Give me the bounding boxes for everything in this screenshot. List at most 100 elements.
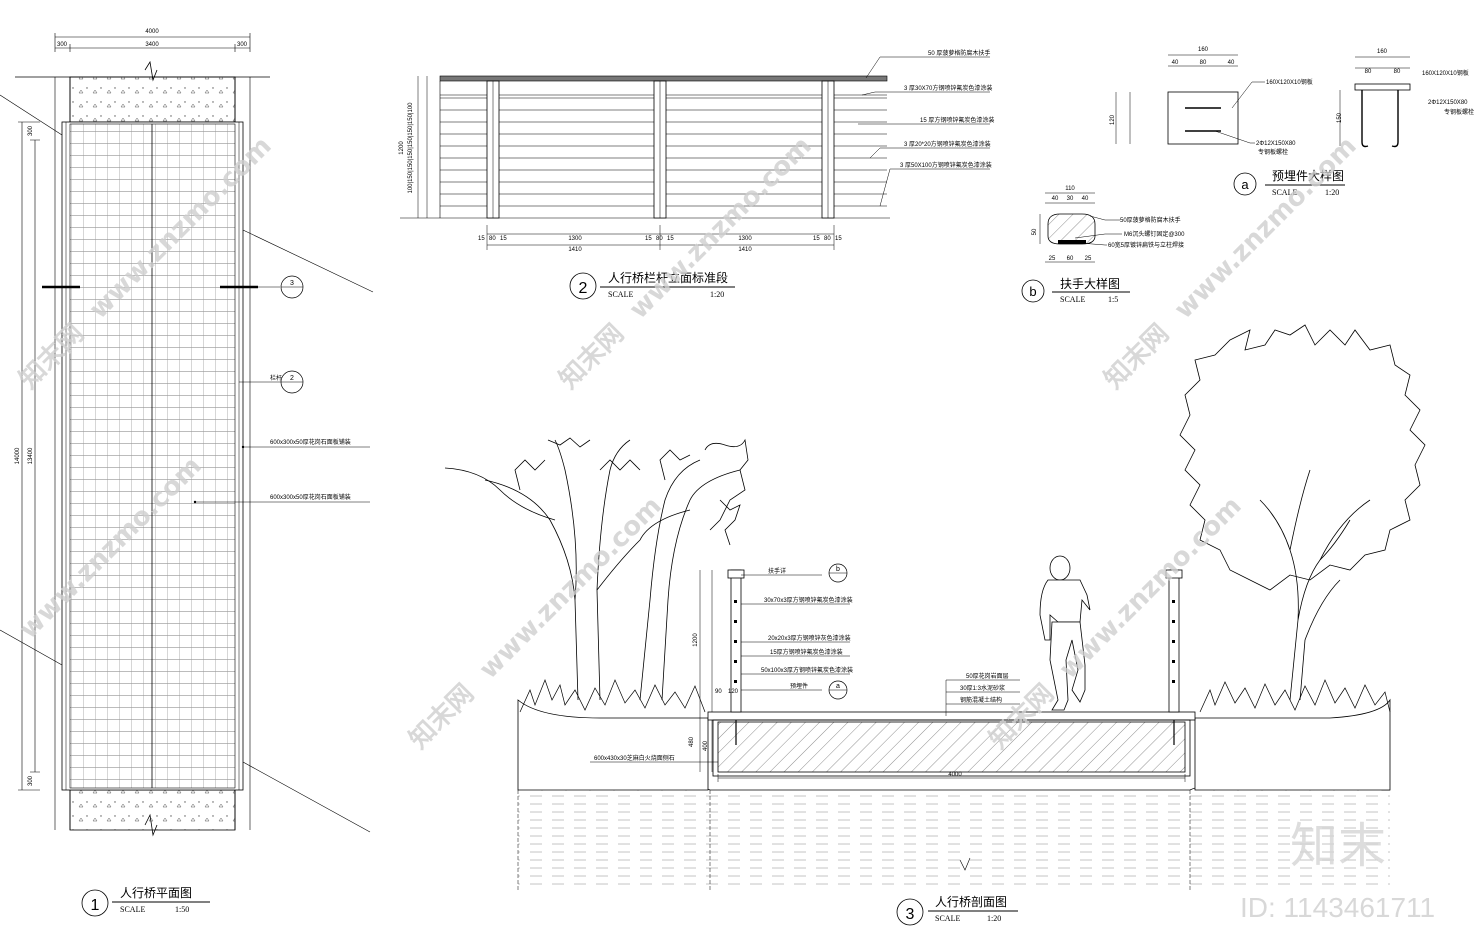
- plan-scale-label: SCALE: [120, 905, 145, 914]
- watermark-site-5: www.znzmo.com: [1169, 131, 1363, 325]
- detail-a-note-2: 2Φ12X150X80: [1256, 141, 1296, 147]
- section-dim-480: 480: [689, 736, 695, 747]
- railing-elevation-drawing: 1200 100|150|150|150|150|150|150|100 130…: [399, 49, 994, 300]
- railing-note-3: 15 厚方钢喷锌氟炭色漆涂装: [920, 116, 994, 124]
- detail-a-note-1: 160X120X10钢板: [1266, 78, 1313, 86]
- detail-b-letter-circle: [1021, 279, 1045, 303]
- detail-a-title: 预埋件大样图: [1272, 168, 1344, 183]
- plan-dim-right: 300: [237, 42, 248, 48]
- section-scale-value: 1:20: [987, 914, 1001, 923]
- section-number: 3: [906, 906, 915, 923]
- detail-a2-note-1: 160X120X10钢板: [1422, 69, 1469, 77]
- section-note-right-3: 钢筋混凝土结构: [960, 696, 1002, 704]
- plan-number: 1: [91, 897, 100, 914]
- detail-b-dim-side: 50: [1032, 228, 1038, 235]
- plan-drawing: 4000 300 3400 300 14000 13400 300 300: [0, 29, 374, 917]
- section-scale-label: SCALE: [935, 914, 960, 923]
- detail-a-dim-2: 80: [1200, 60, 1207, 66]
- railing-scale-value: 1:20: [710, 290, 724, 299]
- watermark-logo: 知末: [1290, 818, 1386, 874]
- detail-b-note-3: 60宽5厚镀锌扁铁与立柱焊接: [1108, 241, 1184, 249]
- railing-dim-small-label: 100|150|150|150|150|150|150|100: [408, 102, 414, 194]
- detail-b-note-2: M6沉头螺钉固定@300: [1124, 230, 1185, 238]
- railing-total-2: 1410: [738, 247, 752, 253]
- detail-b-dim-3: 40: [1082, 196, 1089, 202]
- railing-number-circle: [569, 272, 597, 300]
- detail-b-scale-value: 1:5: [1108, 295, 1118, 304]
- detail-a2-note-3: 专钢板螺栓: [1444, 108, 1474, 116]
- railing-callout-2-text: 2: [290, 375, 294, 382]
- detail-b-dim-2: 30: [1067, 196, 1074, 202]
- section-note-right-1: 50厚花岗岩面层: [966, 672, 1009, 680]
- detail-a-scale-label: SCALE: [1272, 188, 1297, 197]
- detail-b-dim-1: 40: [1052, 196, 1059, 202]
- handrail-detail: 110 40 30 40 50 25 60 25 50厚菠萝格防腐木扶手 M6沉…: [1021, 186, 1185, 304]
- railing-post-dim-f: 15: [667, 236, 674, 242]
- detail-a2-dim-2: 80: [1394, 69, 1401, 75]
- section-dim-120: 120: [728, 689, 739, 695]
- detail-b-dim-bottom-3: 25: [1085, 256, 1092, 262]
- section-note-2: 20x20x3厚方钢喷锌灰色漆涂装: [768, 634, 851, 642]
- railing-dim-height: 1200: [399, 141, 405, 155]
- plan-note-1: 600x300x50厚花岗石面板铺装: [270, 438, 351, 446]
- plan-dim-middle: 3400: [145, 42, 159, 48]
- plan-title: 人行桥平面图: [120, 886, 192, 900]
- watermark-brand-3: 知末网: [404, 679, 480, 755]
- detail-b-dim-top: 110: [1065, 186, 1075, 192]
- grass-left: [519, 679, 706, 713]
- railing-total-1: 1410: [568, 247, 582, 253]
- railing-label: 栏杆: [270, 374, 282, 382]
- railing-post-dim-h: 80: [824, 236, 831, 242]
- railing-post-dim-e: 80: [656, 236, 663, 242]
- watermark-brand-4: 知末网: [1099, 319, 1175, 395]
- section-note-handrail: 扶手详: [768, 567, 786, 575]
- detail-a-note-3: 专钢板螺栓: [1258, 148, 1288, 156]
- detail-a-letter: a: [1241, 177, 1249, 192]
- plan-scale-value: 1:50: [175, 905, 189, 914]
- tree-right: [1179, 324, 1426, 701]
- section-dim-1200: 1200: [693, 633, 699, 647]
- tree-left: [444, 437, 749, 701]
- section-note-3: 15厚方钢喷锌氟炭色漆涂装: [770, 648, 843, 656]
- section-note-4: 50x100x3厚方钢喷锌氟炭色漆涂装: [761, 666, 853, 674]
- railing-post-dim-i: 15: [835, 236, 842, 242]
- embedded-plate-detail: 160 40 80 40 120 160X120X10钢板 2Φ12X150X8…: [1110, 47, 1474, 197]
- railing-post-dim-a: 15: [478, 236, 485, 242]
- bridge-section-drawing: 1200 480 400 90 120 扶手详 b 30x70x3厚方钢喷锌氟炭…: [444, 324, 1426, 926]
- grass-right: [1199, 679, 1391, 713]
- person-figure: [1039, 555, 1091, 711]
- detail-a2-dim-side: 150: [1337, 112, 1343, 123]
- plan-dim-left: 300: [57, 42, 68, 48]
- railing-post-dim-g: 15: [813, 236, 820, 242]
- section-note-right-2: 30厚1:3水泥砂浆: [960, 684, 1005, 692]
- plan-dim-end-top: 300: [28, 125, 34, 136]
- detail-a-dim-1: 40: [1172, 60, 1179, 66]
- detail-a2-dim-top: 160: [1377, 49, 1388, 55]
- plan-dim-total: 4000: [145, 29, 159, 35]
- section-number-circle: [896, 898, 924, 926]
- section-base-note: 600x430x30芝麻白火烧面侧石: [594, 754, 675, 762]
- section-callout-a-text: a: [836, 683, 840, 690]
- watermark-site-4: www.znzmo.com: [474, 491, 668, 685]
- railing-note-1: 50 厚菠萝格防腐木扶手: [928, 49, 990, 57]
- plan-dim-length: 14000: [15, 447, 21, 464]
- detail-a2-note-2: 2Φ12X150X80: [1428, 100, 1468, 106]
- watermark-id: ID: 1143461711: [1240, 892, 1435, 923]
- section-dim-90: 90: [715, 689, 722, 695]
- section-note-embed: 预埋件: [790, 682, 808, 690]
- plan-number-circle: [81, 889, 109, 917]
- detail-a-letter-circle: [1233, 172, 1257, 196]
- plan-dim-inner-length: 13400: [28, 447, 34, 464]
- watermark-brand-2: 知末网: [554, 319, 630, 395]
- detail-a-dim-top: 160: [1198, 47, 1209, 53]
- railing-post-dim-b: 80: [489, 236, 496, 242]
- detail-a-scale-value: 1:20: [1325, 188, 1339, 197]
- plan-note-2: 600x300x50厚花岗石面板铺装: [270, 493, 351, 501]
- detail-b-dim-bottom-1: 25: [1049, 256, 1056, 262]
- detail-b-letter: b: [1029, 284, 1036, 299]
- railing-note-2: 3 厚30X70方钢喷锌氟炭色漆涂装: [904, 84, 992, 92]
- plan-dim-end-bottom: 300: [28, 775, 34, 786]
- railing-post-dim-d: 15: [645, 236, 652, 242]
- railing-title: 人行桥栏杆立面标准段: [608, 270, 728, 285]
